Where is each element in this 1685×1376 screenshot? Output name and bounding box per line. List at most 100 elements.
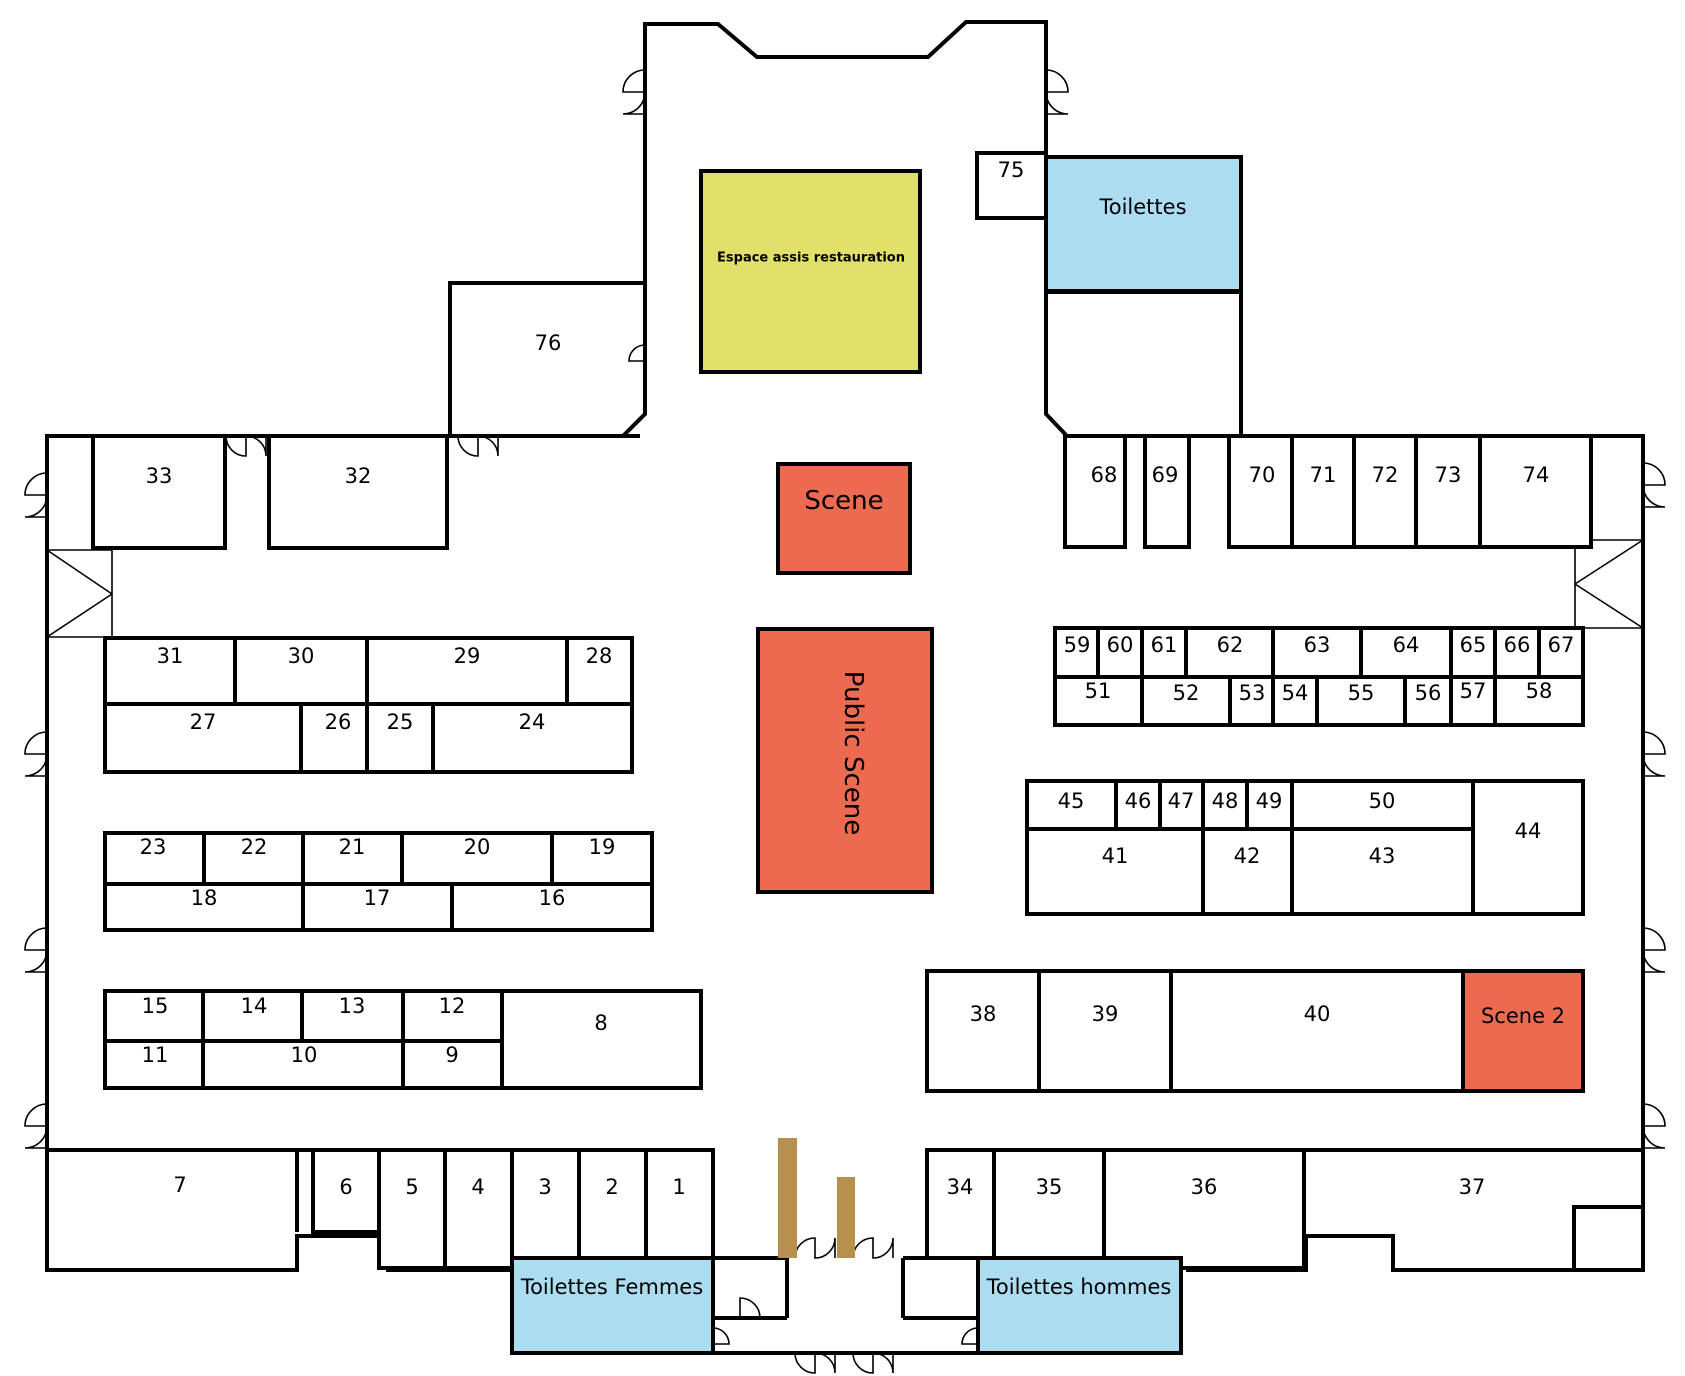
stand-44[interactable] (1471, 779, 1585, 916)
door-icon (24, 731, 48, 777)
stand-label: 50 (1369, 789, 1396, 813)
stand-71[interactable] (1290, 434, 1356, 549)
stand-label: 30 (288, 644, 315, 668)
stand-58[interactable] (1493, 675, 1585, 727)
stand-label: 51 (1085, 679, 1112, 703)
door-icon (24, 927, 48, 973)
stand-41[interactable] (1025, 827, 1205, 916)
stand-16[interactable] (450, 882, 654, 932)
stand-64[interactable] (1359, 626, 1453, 679)
stand-32[interactable] (267, 434, 449, 550)
stand-label: 58 (1526, 679, 1553, 703)
stand-39[interactable] (1037, 969, 1173, 1093)
toilets-women-area[interactable] (510, 1256, 715, 1355)
stand-label: 8 (594, 1011, 607, 1035)
stand-60[interactable] (1096, 626, 1144, 679)
stand-label: 2 (605, 1175, 618, 1199)
toilets-men-area[interactable] (976, 1256, 1183, 1355)
stand-9[interactable] (401, 1039, 504, 1090)
stand-74[interactable] (1478, 434, 1593, 549)
stand-label: 73 (1435, 463, 1462, 487)
stand-30[interactable] (233, 636, 369, 706)
stand-2[interactable] (577, 1148, 648, 1260)
stand-36[interactable] (1102, 1148, 1306, 1270)
stand-1[interactable] (644, 1148, 715, 1260)
stand-label: 18 (191, 886, 218, 910)
toilets-women-label: Toilettes Femmes (520, 1275, 703, 1299)
door-icon (794, 1237, 836, 1259)
stand-3[interactable] (510, 1148, 581, 1260)
stand-75[interactable] (975, 151, 1048, 220)
door-icon (852, 1352, 894, 1374)
stand-label: 68 (1091, 463, 1118, 487)
stand-27[interactable] (103, 702, 303, 774)
public-scene-area[interactable] (756, 627, 934, 894)
stand-5[interactable] (377, 1148, 447, 1270)
stand-62[interactable] (1184, 626, 1275, 679)
toilets-top-label: Toilettes (1098, 195, 1186, 219)
stand-label: 34 (947, 1175, 974, 1199)
stand-38[interactable] (925, 969, 1041, 1093)
stand-4[interactable] (443, 1148, 514, 1270)
entrance-toilets: Toilettes Femmes Toilettes hommes (510, 1138, 1183, 1355)
entrance-post (778, 1138, 797, 1258)
left-stand-block-b: 23 22 21 20 19 18 17 16 (103, 831, 654, 932)
toilets-top-area[interactable] (1044, 155, 1243, 293)
stand-47[interactable] (1158, 779, 1205, 831)
stand-43[interactable] (1290, 827, 1475, 916)
stand-34[interactable] (925, 1148, 996, 1260)
stand-42[interactable] (1201, 827, 1294, 916)
stand-70[interactable] (1227, 434, 1294, 549)
stand-8[interactable] (500, 989, 703, 1090)
stand-14[interactable] (201, 989, 304, 1043)
stand-56[interactable] (1403, 675, 1453, 727)
top-stands: 33 32 68 69 70 71 72 73 74 (91, 434, 1593, 550)
stand-45[interactable] (1025, 779, 1118, 831)
stand-66[interactable] (1493, 626, 1541, 679)
entrance-gate-right (1574, 539, 1644, 629)
door-icon (961, 1327, 979, 1345)
stand-label: 64 (1393, 633, 1420, 657)
scene-area[interactable] (776, 462, 912, 575)
door-icon (1642, 927, 1666, 973)
stand-24[interactable] (431, 702, 634, 774)
stand-label: 19 (589, 835, 616, 859)
stand-68[interactable] (1063, 434, 1127, 549)
stand-19[interactable] (550, 831, 654, 886)
stand-label: 38 (970, 1002, 997, 1026)
restaurant-seating-area[interactable] (699, 169, 922, 374)
stand-label: 54 (1282, 681, 1309, 705)
stand-72[interactable] (1352, 434, 1418, 549)
stand-29[interactable] (365, 636, 569, 706)
stand-label: 14 (241, 994, 268, 1018)
door-icon (794, 1352, 836, 1374)
left-stand-block-c: 15 14 13 12 8 11 10 9 (103, 989, 703, 1090)
stand-label: 31 (157, 644, 184, 668)
stand-53[interactable] (1228, 675, 1275, 727)
stand-12[interactable] (401, 989, 504, 1043)
stand-51[interactable] (1053, 675, 1144, 727)
entrance-post (837, 1177, 855, 1258)
stand-40[interactable] (1169, 969, 1465, 1093)
stand-55[interactable] (1315, 675, 1407, 727)
stand-label: 74 (1523, 463, 1550, 487)
stand-label: 67 (1548, 633, 1575, 657)
stand-label: 37 (1459, 1175, 1486, 1199)
stand-33[interactable] (91, 434, 227, 550)
stand-67[interactable] (1537, 626, 1585, 679)
stand-label: 52 (1173, 681, 1200, 705)
stand-73[interactable] (1414, 434, 1482, 549)
scene2-area[interactable] (1461, 969, 1585, 1093)
stand-6[interactable] (311, 1148, 381, 1234)
door-icon (739, 1297, 761, 1319)
stand-35[interactable] (992, 1148, 1106, 1260)
stand-label: 60 (1107, 633, 1134, 657)
stand-69[interactable] (1143, 434, 1191, 549)
stand-label: 32 (345, 464, 372, 488)
stand-label: 49 (1256, 789, 1283, 813)
stand-57[interactable] (1449, 675, 1497, 727)
door-icon (628, 344, 646, 362)
stand-label: 55 (1348, 681, 1375, 705)
stand-label: 7 (173, 1173, 186, 1197)
